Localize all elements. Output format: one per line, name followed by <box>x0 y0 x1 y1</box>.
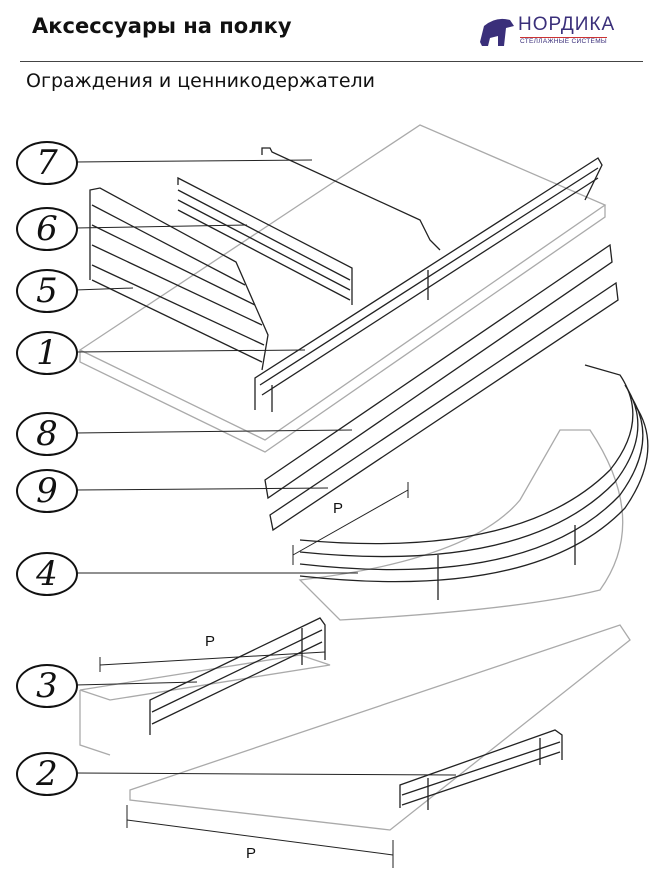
callout-1: 1 <box>16 331 78 375</box>
dimension-p-long: P <box>246 845 257 862</box>
callout-8: 8 <box>16 412 78 456</box>
callout-2: 2 <box>16 752 78 796</box>
logo-tagline: СТЕЛЛАЖНЫЕ СИСТЕМЫ <box>520 37 607 45</box>
logo-name: НОРДИКА <box>518 14 616 35</box>
callout-6: 6 <box>16 207 78 251</box>
polar-bear-icon <box>480 18 514 46</box>
page-title: Аксессуары на полку <box>32 14 292 38</box>
dimension-p-short: P <box>205 633 216 650</box>
nordika-logo: НОРДИКА СТЕЛЛАЖНЫЕ СИСТЕМЫ <box>476 12 656 50</box>
callout-5: 5 <box>16 269 78 313</box>
section-title: Ограждения и ценникодержатели <box>26 70 376 92</box>
callout-3: 3 <box>16 664 78 708</box>
dimension-p-round: P <box>333 500 344 517</box>
callout-7: 7 <box>16 141 78 185</box>
header-divider <box>20 61 643 62</box>
callout-4: 4 <box>16 552 78 596</box>
shelf-outlines <box>78 124 631 831</box>
callout-9: 9 <box>16 469 78 513</box>
